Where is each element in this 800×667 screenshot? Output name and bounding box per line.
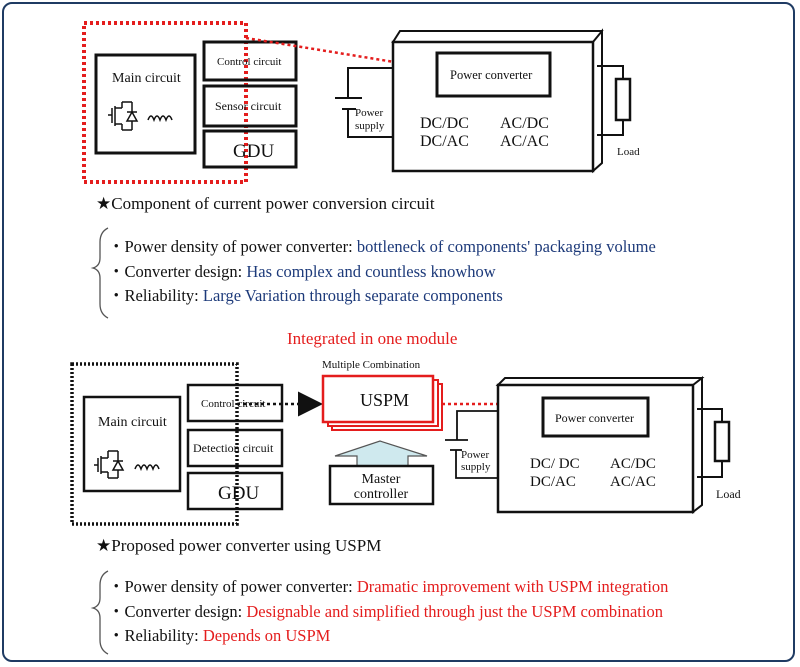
- master-controller-label-1: Master: [362, 472, 401, 487]
- mode-acac: AC/AC: [500, 133, 549, 150]
- multiple-combination-label: Multiple Combination: [322, 359, 421, 371]
- master-controller-label-2: controller: [354, 487, 409, 502]
- power-converter-box: [435, 51, 552, 98]
- proposed-bullet-item: ・Converter design: Designable and simpli…: [108, 600, 668, 625]
- bottom-bullets-brace: [90, 570, 109, 655]
- mode-dcac-2: DC/AC: [530, 474, 576, 490]
- red-dashed-boundary: [82, 21, 248, 184]
- bullet-value: bottleneck of components' packaging volu…: [356, 237, 656, 256]
- bullet-value: Large Variation through separate compone…: [202, 286, 503, 305]
- integrated-title: Integrated in one module: [287, 329, 458, 348]
- mode-dcdc-2: DC/ DC: [530, 456, 580, 472]
- proposed-section-heading: ★Proposed power converter using USPM: [96, 536, 382, 555]
- control-circuit-label: Control circuit: [217, 56, 281, 68]
- main-circuit-label-2: Main circuit: [98, 415, 167, 430]
- power-converter-box-2: [541, 396, 650, 438]
- sensor-circuit-label: Sensor circuit: [215, 99, 282, 113]
- up-arrow-icon: [334, 440, 428, 467]
- mode-dcdc: DC/DC: [420, 115, 469, 132]
- current-bullet-item: ・Converter design: Has complex and count…: [108, 260, 656, 285]
- bottom-circuit-group: Main circuit Control circuit Detection c…: [70, 359, 741, 526]
- power-converter-label-2: Power converter: [555, 411, 634, 425]
- bullet-label: ・Reliability:: [108, 286, 203, 305]
- mosfet-diode-inductor-icon-2: [94, 450, 160, 479]
- mosfet-diode-inductor-icon: [108, 101, 173, 131]
- current-bullet-item: ・Power density of power converter: bottl…: [108, 235, 656, 260]
- top-bullets-brace: [90, 227, 109, 319]
- battery-icon: [335, 67, 393, 138]
- gdu-label: GDU: [233, 141, 274, 162]
- main-circuit-box-2: [82, 395, 182, 493]
- bullet-value: Dramatic improvement with USPM integrati…: [356, 577, 669, 596]
- master-controller-box: [328, 464, 435, 506]
- power-supply-label-2b: supply: [461, 461, 491, 473]
- converter-box-2: [496, 383, 695, 514]
- bullet-label: ・Reliability:: [108, 626, 203, 645]
- load-label-2: Load: [716, 487, 741, 501]
- resistor-load-icon: [597, 65, 632, 136]
- proposed-bullet-item: ・Reliability: Depends on USPM: [108, 624, 668, 649]
- bullet-value: Has complex and countless knowhow: [246, 261, 496, 281]
- main-circuit-box: [94, 53, 197, 155]
- black-dashed-boundary: [70, 362, 239, 526]
- detection-circuit-label: Detection circuit: [193, 441, 274, 455]
- converter-box-top-face: [391, 30, 604, 43]
- proposed-bullet-list: ・Power density of power converter: Drama…: [108, 575, 668, 649]
- power-converter-label: Power converter: [450, 68, 533, 82]
- bullet-value: Designable and simplified through just t…: [246, 601, 663, 621]
- converter-box-side-face-2: [692, 375, 703, 515]
- bullet-label: ・Power density of power converter:: [108, 237, 357, 256]
- top-circuit-group: Main circuit Control circuit Sensor circ…: [82, 21, 640, 184]
- converter-box: [391, 40, 595, 173]
- uspm-module: [321, 374, 435, 424]
- gdu-box-2: [186, 471, 284, 511]
- gdu-label-2: GDU: [218, 483, 259, 504]
- bullet-label: ・Power density of power converter:: [108, 577, 357, 596]
- load-label: Load: [617, 146, 640, 158]
- current-bullet-item: ・Reliability: Large Variation through se…: [108, 284, 656, 309]
- mode-acdc-2: AC/DC: [610, 456, 656, 472]
- power-supply-label-2: supply: [355, 120, 385, 132]
- converter-box-side-face: [592, 28, 603, 174]
- battery-icon-2: [445, 410, 498, 479]
- power-supply-label-1: Power: [355, 107, 383, 119]
- bullet-label: ・Converter design:: [108, 601, 247, 621]
- current-section-heading: ★Component of current power conversion c…: [96, 194, 435, 213]
- bullet-value: Depends on USPM: [202, 626, 331, 645]
- current-bullet-list: ・Power density of power converter: bottl…: [108, 235, 656, 309]
- uspm-label: USPM: [360, 390, 409, 410]
- mode-acac-2: AC/AC: [610, 474, 656, 490]
- control-circuit-box: [202, 40, 298, 82]
- mode-dcac: DC/AC: [420, 133, 469, 150]
- resistor-load-icon-2: [697, 408, 731, 478]
- control-circuit-label-2: Control circuit: [201, 398, 265, 410]
- detection-circuit-box: [186, 428, 284, 468]
- gdu-box: [202, 129, 298, 169]
- main-circuit-label: Main circuit: [112, 71, 181, 86]
- power-supply-label-2a: Power: [461, 449, 489, 461]
- sensor-circuit-box: [202, 84, 298, 128]
- mode-acdc: AC/DC: [500, 115, 549, 132]
- bullet-label: ・Converter design:: [108, 261, 247, 281]
- proposed-bullet-item: ・Power density of power converter: Drama…: [108, 575, 668, 600]
